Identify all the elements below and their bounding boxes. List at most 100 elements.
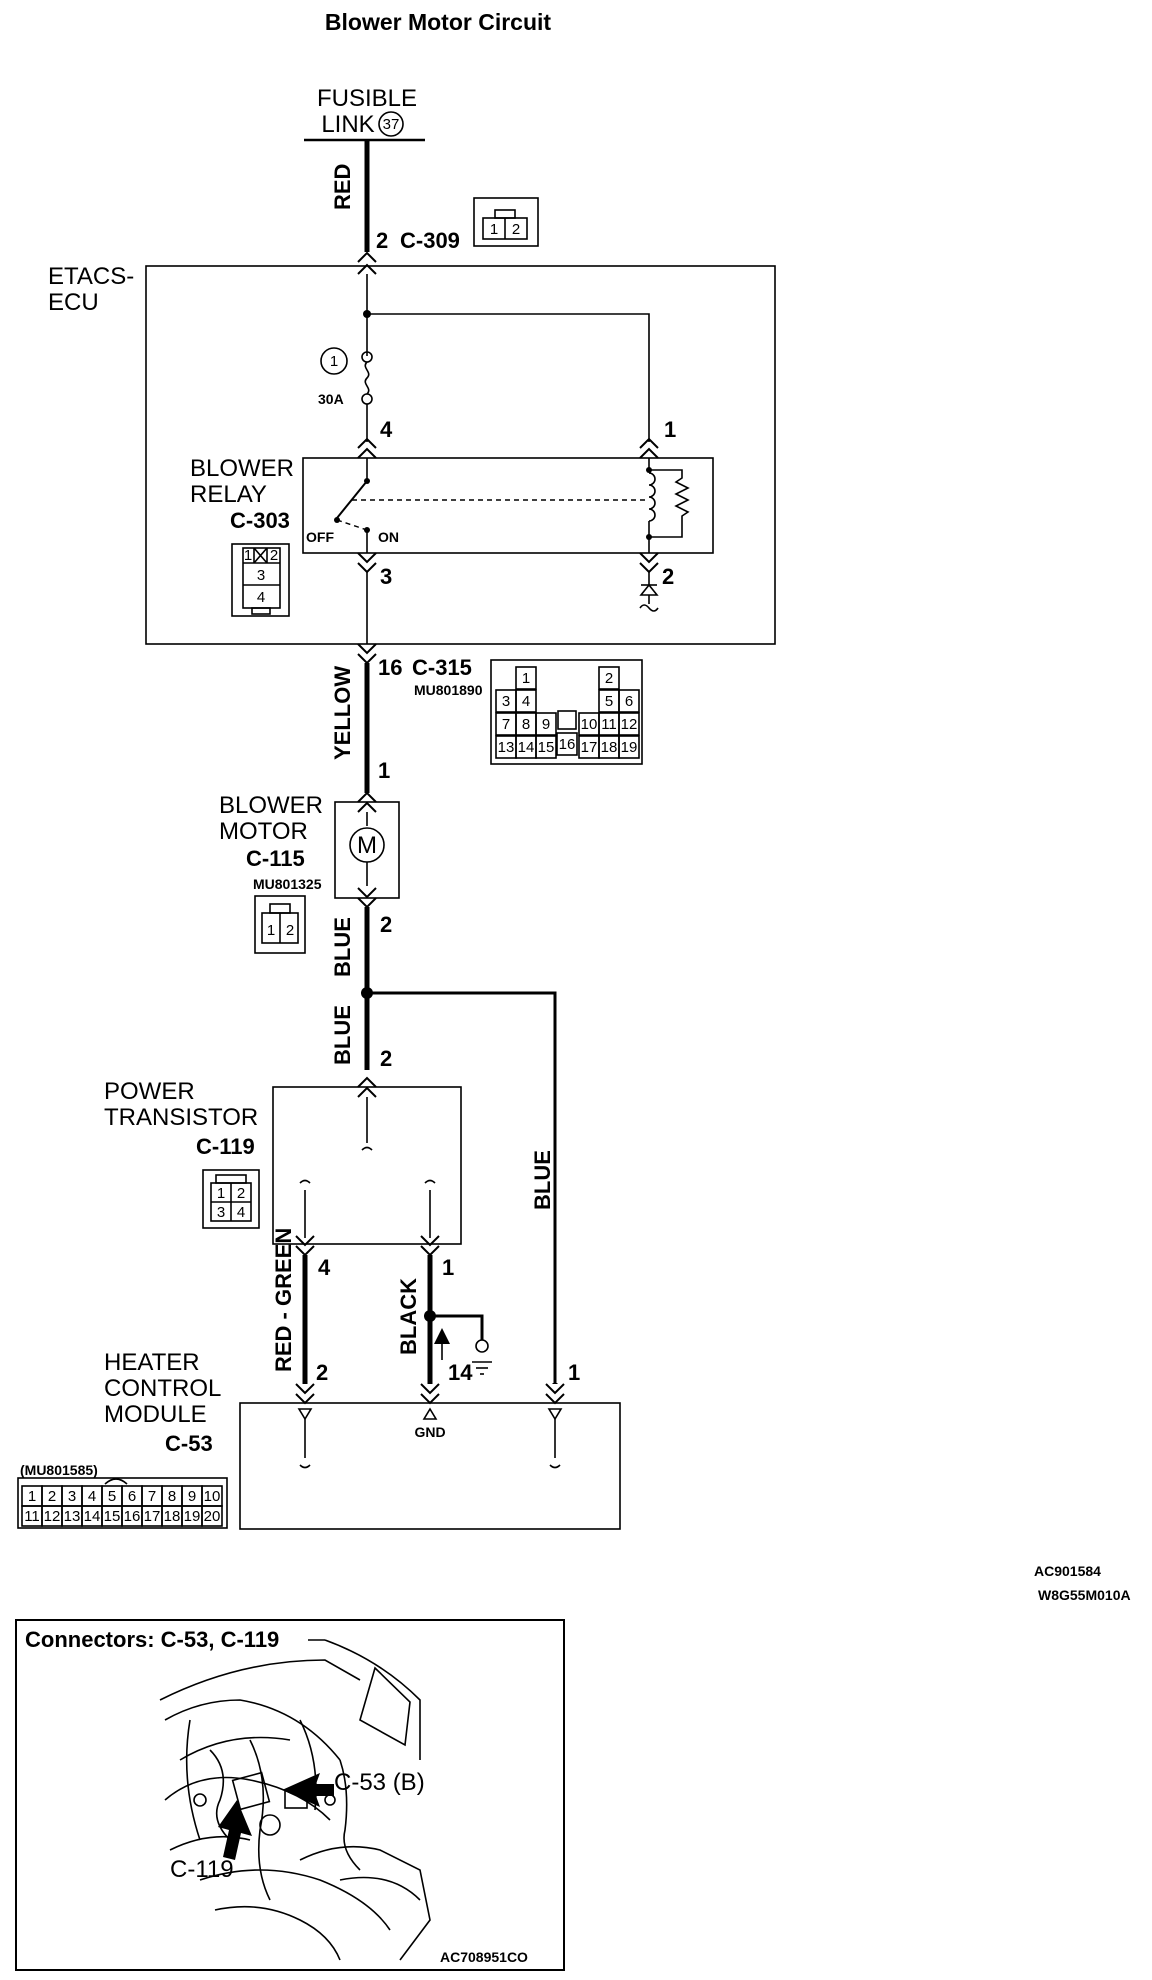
diagram-code-2: W8G55M010A — [1038, 1587, 1131, 1603]
connector-c53: (MU801585) — [17, 1462, 228, 1529]
c309-outline — [473, 197, 539, 247]
c315-cell-12: 12 — [621, 716, 638, 733]
motor-symbol: M — [357, 832, 377, 859]
c315-cell-2: 2 — [605, 670, 613, 687]
c119-cell-2: 2 — [237, 1185, 245, 1202]
c315-cell-5: 5 — [605, 693, 613, 710]
c53-cell-18: 18 — [164, 1508, 181, 1525]
fusible-link-number-circle — [378, 111, 404, 137]
motor-label-1: BLOWER — [219, 792, 323, 819]
fusible-link-label-1: FUSIBLE — [317, 85, 417, 112]
c315-outline — [490, 659, 643, 765]
c315-cell-19: 19 — [621, 739, 638, 756]
relay-pin-4: 4 — [380, 417, 393, 442]
c53-cell-11: 11 — [24, 1508, 40, 1525]
c315-cell-11: 11 — [601, 716, 617, 733]
pt-pin-4: 4 — [318, 1255, 331, 1280]
c315-cell-6-frame — [618, 689, 640, 713]
hcm-box — [239, 1402, 621, 1530]
inset-frame — [15, 1619, 565, 1971]
relay-pin-3: 3 — [380, 564, 392, 589]
connector-c115: 1 2 — [254, 895, 306, 954]
black-wire-label: BLACK — [396, 1278, 421, 1355]
c315-cell-4-frame — [515, 689, 537, 713]
c119-cell-1: 1 — [217, 1185, 225, 1202]
relay-on-label: ON — [378, 529, 399, 545]
connector-c309: 2 C-309 1 2 — [376, 197, 539, 253]
connector-c119: 1 2 3 4 — [202, 1169, 260, 1229]
c115-cell-2: 2 — [286, 922, 294, 939]
c53-cell-4: 4 — [88, 1488, 96, 1505]
fusible-link-number: 37 — [383, 116, 400, 133]
relay-label-2: RELAY — [190, 481, 267, 508]
c53-cell-9: 9 — [188, 1488, 196, 1505]
blower-motor: BLOWER MOTOR C-115 MU801325 M — [219, 791, 400, 909]
c309-name: C-309 — [400, 228, 460, 253]
etacs-label-1: ETACS- — [48, 263, 134, 290]
c315-cell-1-frame — [515, 666, 537, 690]
c119-name: C-119 — [196, 1134, 255, 1159]
c53-part: (MU801585) — [20, 1462, 98, 1478]
relay-resistor — [649, 469, 690, 538]
dashboard-illustration — [159, 1639, 431, 1961]
c53-cell-3: 3 — [68, 1488, 76, 1505]
c53-cell-5: 5 — [108, 1488, 116, 1505]
pt-label-2: TRANSISTOR — [104, 1104, 258, 1131]
red-green-wire-label: RED - GREEN — [271, 1228, 296, 1372]
hcm-label-1: HEATER — [104, 1349, 200, 1376]
inset-title: Connectors: C-53, C-119 — [25, 1627, 279, 1652]
c119-cell-3: 3 — [217, 1204, 225, 1221]
c309-pin: 2 — [376, 228, 388, 253]
power-transistor: POWER TRANSISTOR C-119 — [104, 1076, 462, 1257]
c315-cell-14: 14 — [518, 739, 535, 756]
c315-cell-16: 16 — [559, 736, 576, 753]
c315-cell-13: 13 — [498, 739, 515, 756]
c53-cell-15: 15 — [104, 1508, 121, 1525]
c53-cell-20-frame — [201, 1505, 223, 1527]
motor-pin-1: 1 — [378, 758, 390, 783]
etacs-label-2: ECU — [48, 289, 99, 316]
c315-cell-1: 1 — [522, 670, 530, 687]
relay-pin-1: 1 — [664, 417, 676, 442]
hcm-pin-1: 1 — [568, 1360, 580, 1385]
c53-cell-20: 20 — [204, 1508, 221, 1525]
c119-callout-arrow — [218, 1800, 252, 1860]
pt-label-1: POWER — [104, 1078, 195, 1105]
c315-cell-19-frame — [618, 735, 640, 759]
c315-cell-9-frame — [535, 712, 557, 736]
diagram-title: Blower Motor Circuit — [325, 9, 552, 35]
relay-off-label: OFF — [306, 529, 334, 545]
connector-c315: 16 C-315 MU801890 — [378, 655, 643, 765]
c53-cell-14: 14 — [84, 1508, 101, 1525]
relay-coil — [646, 458, 690, 553]
c315-cell-10: 10 — [581, 716, 598, 733]
yellow-wire-label: YELLOW — [330, 666, 355, 760]
fuse-number-circle — [320, 347, 348, 375]
etacs-ecu-box — [145, 265, 776, 645]
c315-cell-16-frame — [556, 732, 578, 756]
c309-cell-1: 1 — [490, 221, 498, 238]
c315-cell-9: 9 — [542, 716, 550, 733]
relay-ground-diode — [639, 583, 659, 596]
c303-name: C-303 — [230, 508, 290, 533]
c53-cell-1: 1 — [28, 1488, 36, 1505]
relay-label-1: BLOWER — [190, 455, 294, 482]
c119-cell-4: 4 — [237, 1204, 245, 1221]
c315-pin: 16 — [378, 655, 402, 680]
motor-pin-2: 2 — [380, 912, 392, 937]
c315-cell-3: 3 — [502, 693, 510, 710]
c315-cell-6: 6 — [625, 693, 633, 710]
c53-cell-2: 2 — [48, 1488, 56, 1505]
blue-wire-branch — [367, 991, 557, 1383]
c315-cell-2-frame — [598, 666, 620, 690]
c303-outline — [231, 543, 290, 617]
c315-cell-12-frame — [618, 712, 640, 736]
pt-pin-2: 2 — [380, 1046, 392, 1071]
heater-control-module: HEATER CONTROL MODULE C-53 GND — [104, 1349, 621, 1530]
ground-eyelet — [475, 1339, 489, 1353]
c315-part: MU801890 — [414, 682, 483, 698]
c315-cell-4: 4 — [522, 693, 530, 710]
c53-name: C-53 — [165, 1431, 213, 1456]
diagram-code-1: AC901584 — [1034, 1563, 1101, 1579]
relay-ground-symbol — [639, 604, 659, 612]
